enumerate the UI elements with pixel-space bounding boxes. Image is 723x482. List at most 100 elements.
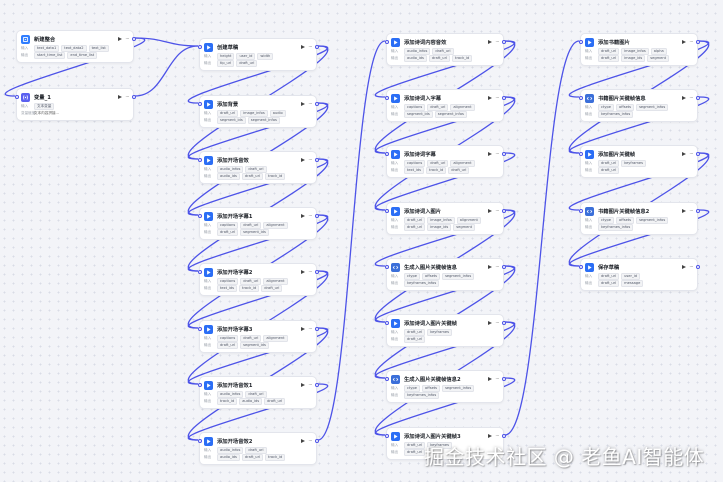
output-port[interactable] [501, 377, 506, 381]
more-options-icon[interactable]: ··· [308, 381, 312, 388]
more-options-icon[interactable]: ··· [689, 94, 693, 101]
input-port[interactable] [578, 265, 583, 269]
output-port[interactable] [501, 321, 506, 325]
run-node-icon[interactable] [301, 439, 306, 443]
more-options-icon[interactable]: ··· [495, 375, 499, 382]
output-port[interactable] [501, 40, 506, 44]
more-options-icon[interactable]: ··· [495, 94, 499, 101]
run-node-icon[interactable] [118, 95, 123, 99]
output-port[interactable] [501, 434, 506, 438]
run-node-icon[interactable] [488, 96, 493, 100]
more-options-icon[interactable]: ··· [689, 38, 693, 45]
input-port[interactable] [197, 102, 202, 106]
run-node-icon[interactable] [488, 40, 493, 44]
run-node-icon[interactable] [682, 265, 687, 269]
more-options-icon[interactable]: ··· [689, 207, 693, 214]
output-port[interactable] [131, 95, 136, 99]
run-node-icon[interactable] [682, 209, 687, 213]
run-node-icon[interactable] [488, 152, 493, 156]
output-port[interactable] [314, 327, 319, 331]
output-port[interactable] [695, 265, 700, 269]
output-port[interactable] [501, 265, 506, 269]
workflow-node-var[interactable]: 变量_1···输入文本变量变量赋值文本内容拼接... [14, 88, 136, 121]
input-port[interactable] [197, 439, 202, 443]
run-node-icon[interactable] [301, 102, 306, 106]
more-options-icon[interactable]: ··· [495, 38, 499, 45]
more-options-icon[interactable]: ··· [308, 325, 312, 332]
input-port[interactable] [384, 209, 389, 213]
run-node-icon[interactable] [682, 96, 687, 100]
input-port[interactable] [578, 96, 583, 100]
more-options-icon[interactable]: ··· [125, 35, 129, 42]
output-port[interactable] [695, 209, 700, 213]
output-port[interactable] [314, 45, 319, 49]
output-port[interactable] [501, 96, 506, 100]
input-port[interactable] [197, 270, 202, 274]
output-port[interactable] [501, 209, 506, 213]
more-options-icon[interactable]: ··· [308, 268, 312, 275]
output-port[interactable] [314, 383, 319, 387]
input-port[interactable] [578, 209, 583, 213]
more-options-icon[interactable]: ··· [495, 319, 499, 326]
run-node-icon[interactable] [682, 40, 687, 44]
input-port[interactable] [384, 96, 389, 100]
input-port[interactable] [384, 152, 389, 156]
more-options-icon[interactable]: ··· [308, 156, 312, 163]
output-port[interactable] [695, 40, 700, 44]
run-node-icon[interactable] [488, 377, 493, 381]
run-node-icon[interactable] [301, 270, 306, 274]
more-options-icon[interactable]: ··· [689, 263, 693, 270]
input-port[interactable] [197, 327, 202, 331]
run-node-icon[interactable] [682, 152, 687, 156]
output-port[interactable] [314, 158, 319, 162]
input-port[interactable] [14, 95, 19, 99]
run-node-icon[interactable] [301, 327, 306, 331]
run-node-icon[interactable] [488, 434, 493, 438]
more-options-icon[interactable]: ··· [308, 437, 312, 444]
run-node-icon[interactable] [118, 37, 123, 41]
run-node-icon[interactable] [488, 321, 493, 325]
input-port[interactable] [384, 377, 389, 381]
input-port[interactable] [384, 321, 389, 325]
output-port[interactable] [314, 439, 319, 443]
input-port[interactable] [578, 152, 583, 156]
input-port[interactable] [197, 45, 202, 49]
run-node-icon[interactable] [301, 45, 306, 49]
output-port[interactable] [314, 214, 319, 218]
more-options-icon[interactable]: ··· [495, 207, 499, 214]
output-port[interactable] [314, 270, 319, 274]
input-port[interactable] [384, 434, 389, 438]
input-port[interactable] [197, 158, 202, 162]
output-port[interactable] [314, 102, 319, 106]
input-port[interactable] [384, 40, 389, 44]
more-options-icon[interactable]: ··· [125, 93, 129, 100]
more-options-icon[interactable]: ··· [495, 263, 499, 270]
more-options-icon[interactable]: ··· [495, 150, 499, 157]
more-options-icon[interactable]: ··· [495, 432, 499, 439]
more-options-icon[interactable]: ··· [308, 43, 312, 50]
run-node-icon[interactable] [301, 383, 306, 387]
run-node-icon[interactable] [301, 214, 306, 218]
output-port[interactable] [131, 37, 136, 41]
run-node-icon[interactable] [301, 158, 306, 162]
